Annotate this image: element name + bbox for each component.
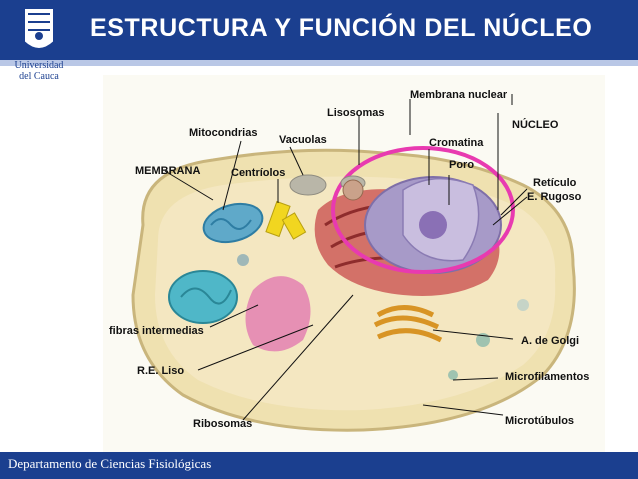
vacuole-shape bbox=[289, 174, 327, 196]
label-re-liso: R.E. Liso bbox=[137, 365, 185, 377]
cell-diagram-panel: Membrana nuclear NÚCLEO Lisosomas Mitoco… bbox=[103, 75, 605, 452]
footer-department: Departamento de Ciencias Fisiológicas bbox=[8, 456, 212, 471]
slide-header bbox=[0, 0, 638, 60]
label-a-de-golgi: A. de Golgi bbox=[521, 335, 580, 347]
label-microtubulos: Microtúbulos bbox=[505, 415, 575, 427]
header-band bbox=[0, 60, 638, 66]
golgi-shape bbox=[373, 305, 443, 343]
label-e-rugoso: E. Rugoso bbox=[527, 191, 582, 203]
slide-title: ESTRUCTURA Y FUNCIÓN DEL NÚCLEO bbox=[90, 14, 593, 42]
label-nucleo: NÚCLEO bbox=[512, 119, 559, 131]
label-lisosomas: Lisosomas bbox=[327, 107, 385, 119]
label-reticulo: Retículo bbox=[533, 177, 577, 189]
mitochondrion-large-shape bbox=[168, 270, 238, 324]
lysosome-shape bbox=[342, 179, 364, 201]
label-cromatina: Cromatina bbox=[429, 137, 484, 149]
mitochondrion-shape bbox=[202, 202, 264, 244]
label-fibras-intermedias: fibras intermedias bbox=[109, 325, 204, 337]
label-membrana-nuclear: Membrana nuclear bbox=[410, 89, 508, 101]
slide-footer bbox=[0, 452, 638, 479]
label-membrana: MEMBRANA bbox=[135, 165, 201, 177]
university-name: Universidad del Cauca bbox=[4, 60, 74, 82]
label-vacuolas: Vacuolas bbox=[279, 134, 327, 146]
label-centriolos: Centríolos bbox=[231, 167, 286, 179]
logo-line-1: Universidad bbox=[14, 60, 64, 71]
nucleolus-shape bbox=[419, 211, 447, 239]
label-poro: Poro bbox=[449, 159, 475, 171]
label-mitocondrias: Mitocondrias bbox=[189, 127, 258, 139]
university-seal-icon bbox=[22, 5, 56, 50]
nucleus-highlight-ring bbox=[331, 146, 515, 274]
label-microfilamentos: Microfilamentos bbox=[505, 371, 590, 383]
logo-line-2: del Cauca bbox=[19, 71, 59, 82]
animal-cell-illustration bbox=[131, 94, 576, 432]
label-ribosomas: Ribosomas bbox=[193, 418, 253, 430]
